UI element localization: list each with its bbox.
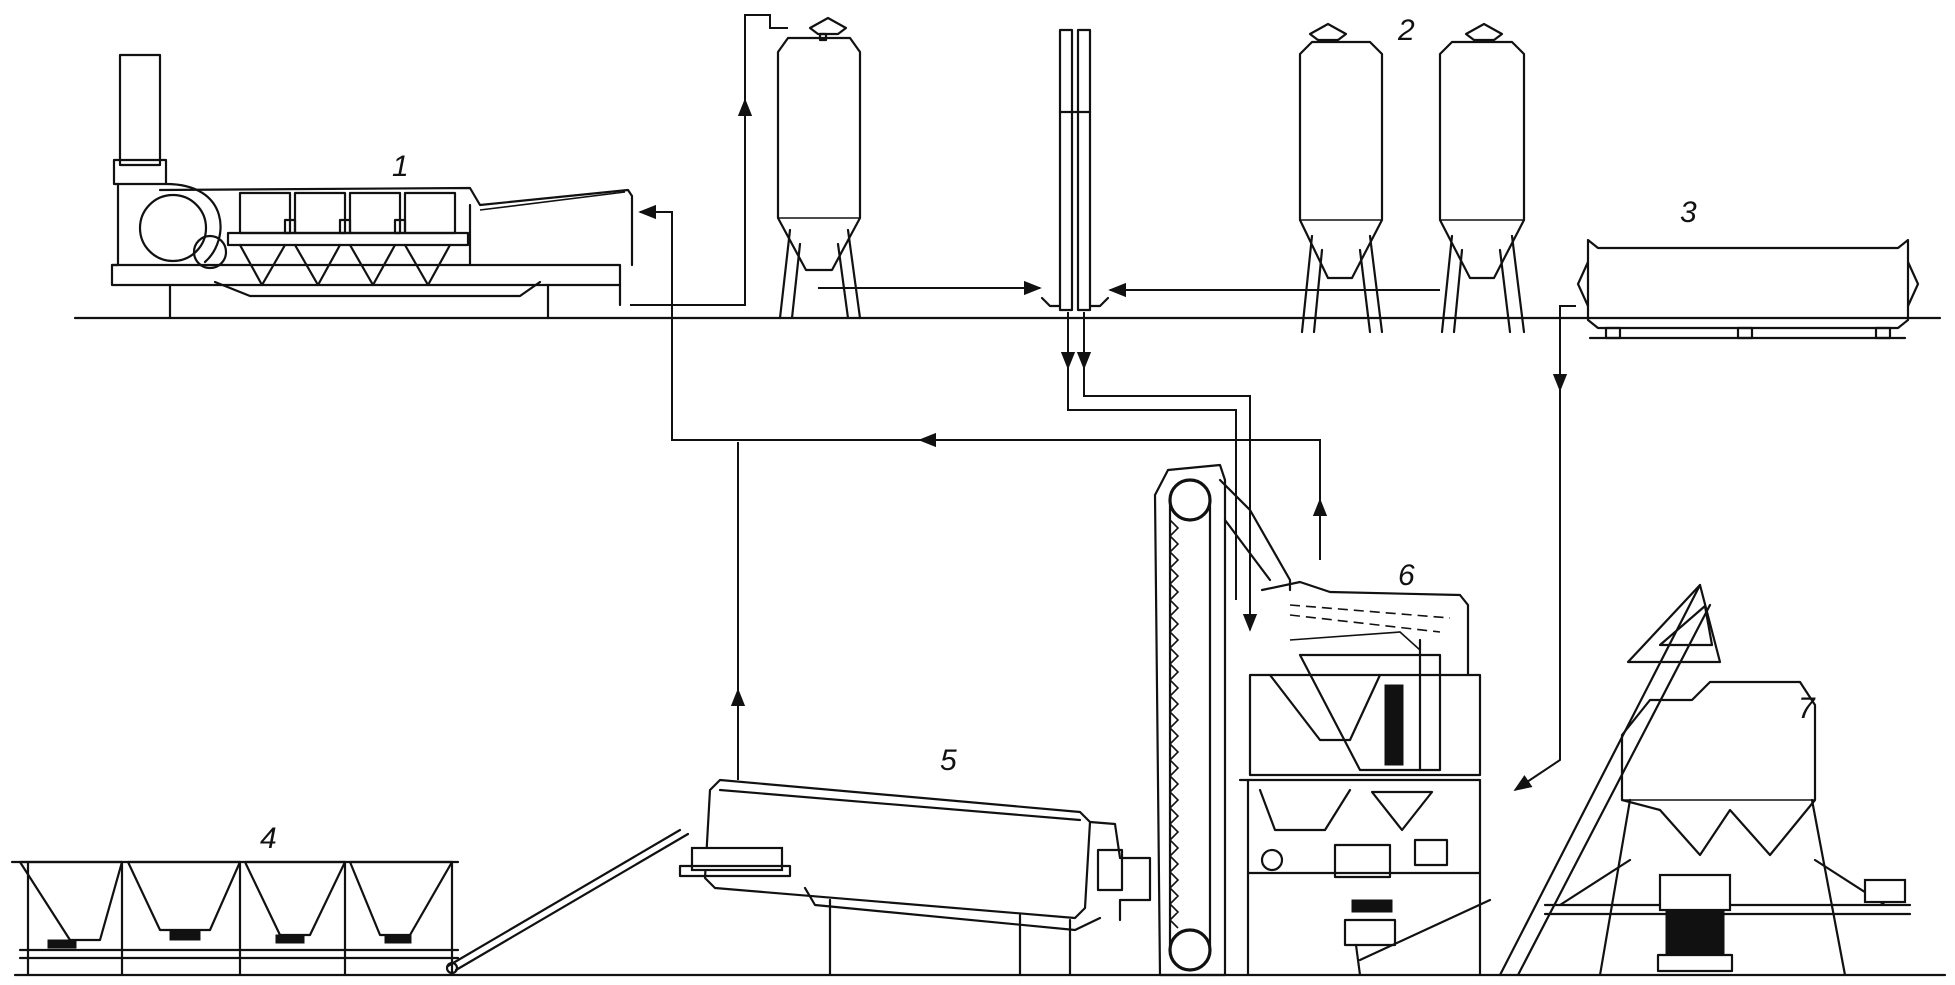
drying-drum: 5 bbox=[678, 744, 1152, 977]
mixing-tower: 6 bbox=[1238, 559, 1492, 977]
silo-b bbox=[1438, 22, 1526, 334]
label-2: 2 bbox=[1397, 14, 1415, 47]
dryer-unit: 1 bbox=[110, 53, 634, 320]
mineral-powder-silo bbox=[776, 16, 862, 320]
label-5: 5 bbox=[940, 744, 957, 777]
storage-silo: 7 bbox=[1498, 583, 1912, 977]
bitumen-tank: 3 bbox=[1576, 196, 1920, 340]
label-1: 1 bbox=[392, 150, 409, 183]
label-7: 7 bbox=[1798, 692, 1816, 725]
label-6: 6 bbox=[1398, 559, 1415, 592]
binder-silos: 2 bbox=[1298, 14, 1526, 334]
silo-a bbox=[1298, 22, 1384, 334]
feed-hoppers: 4 bbox=[10, 822, 690, 977]
flow-lines bbox=[630, 14, 1576, 791]
label-4: 4 bbox=[260, 822, 277, 855]
bucket-elevator bbox=[1153, 463, 1292, 977]
central-column bbox=[1040, 28, 1110, 312]
label-3: 3 bbox=[1680, 196, 1697, 229]
